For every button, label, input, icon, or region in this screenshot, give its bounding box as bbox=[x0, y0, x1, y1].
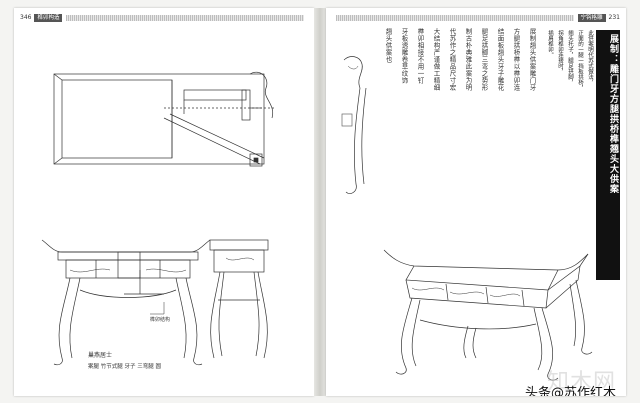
calligraphy-column-4: 腿足拱脚三弯之势形 bbox=[480, 28, 488, 91]
calligraphy-column-5: 制古朴典雅此案为明 bbox=[464, 28, 472, 91]
calligraphy-column-3: 结面板翘头牙子雕花 bbox=[496, 28, 504, 91]
description-line-4: 拐角榫卯连接时， bbox=[557, 30, 563, 74]
calligraphy-column-8: 榫卯相接不用一钉 bbox=[416, 28, 424, 84]
left-page: 346 榫卯构造 bbox=[14, 8, 314, 396]
left-page-header: 346 榫卯构造 bbox=[20, 13, 308, 22]
left-running-title: 榫卯构造 bbox=[34, 13, 63, 22]
description-line-1: 此供案明代苏式做法， bbox=[587, 30, 593, 85]
left-dim-note: 榫卯结构 bbox=[150, 317, 171, 323]
watermark: 知木网 bbox=[546, 370, 616, 395]
top-view-drawing bbox=[53, 71, 274, 167]
calligraphy-column-10: 翘头供案也 bbox=[384, 28, 392, 63]
calligraphy-column-2: 方腿拱桥榫以榫卯连 bbox=[512, 28, 520, 91]
credit-label: 头条@苏作红木 bbox=[524, 386, 616, 396]
altar-table-perspective bbox=[383, 249, 593, 381]
right-page-number: 231 bbox=[608, 14, 620, 21]
right-page-title: 展制：雕门牙方腿拱桥榫翘头大供案 bbox=[596, 30, 620, 280]
calligraphy-column-9: 牙板透雕卷草纹饰 bbox=[400, 28, 408, 84]
right-page-header: 宁钩格雕 231 bbox=[332, 13, 620, 22]
description-line-5: 插肩榫卯。 bbox=[547, 30, 553, 58]
left-page-number: 346 bbox=[20, 14, 32, 21]
left-caption-line1: 巢燕居士 bbox=[88, 352, 113, 359]
book-gutter bbox=[314, 8, 326, 396]
calligraphy-column-7: 大结构严谨做工精细 bbox=[432, 28, 440, 91]
calligraphy-column-6: 代苏作之精品尺寸宏 bbox=[448, 28, 456, 91]
side-elevation-drawing bbox=[209, 239, 269, 359]
left-header-bar bbox=[66, 14, 304, 21]
right-running-title: 宁钩格雕 bbox=[577, 13, 606, 22]
right-header-bar bbox=[336, 14, 574, 21]
left-caption-line2: 案腿 竹节式腿 牙子 三弯腿 圆 bbox=[88, 364, 161, 370]
description-line-3: 翘头托子，腿足拱脚， bbox=[567, 30, 573, 85]
right-page: 宁钩格雕 231 展制：雕门牙方腿拱桥榫翘头大供案 此供案明代苏式做法， 正面的… bbox=[326, 8, 626, 396]
calligraphy-column-1: 展制翘头供案雕门牙 bbox=[528, 28, 536, 91]
left-page-drawing bbox=[41, 71, 274, 366]
leg-sketch bbox=[343, 56, 367, 194]
description-line-2: 正面的一腿一挡板拱桥， bbox=[577, 30, 583, 91]
right-page-drawing bbox=[341, 56, 593, 381]
front-elevation-drawing bbox=[41, 239, 211, 366]
